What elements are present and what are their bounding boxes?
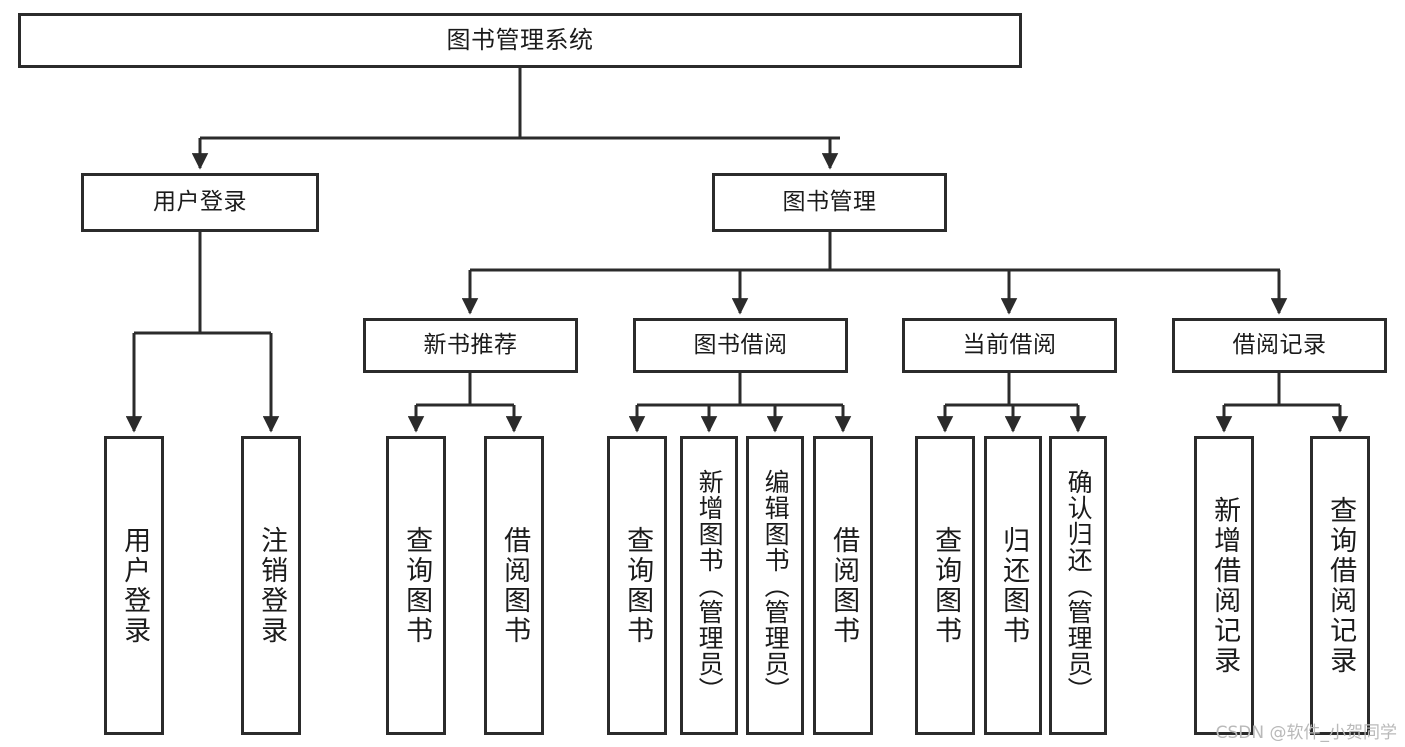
leaf-borrow-book-2[interactable]: 借阅图书: [813, 436, 873, 735]
leaf-user-login[interactable]: 用户登录: [104, 436, 164, 735]
leaf-borrow-book-2-label: 借阅图书: [828, 525, 860, 646]
leaf-user-login-label: 用户登录: [119, 525, 151, 646]
leaf-confirm-return[interactable]: 确认归还（管理员）: [1049, 436, 1107, 735]
node-root[interactable]: 图书管理系统: [18, 13, 1022, 68]
leaf-edit-book[interactable]: 编辑图书（管理员）: [746, 436, 804, 735]
leaf-borrow-book-1-label: 借阅图书: [499, 525, 531, 646]
leaf-query-book-2[interactable]: 查询图书: [607, 436, 667, 735]
node-new-book-recommend[interactable]: 新书推荐: [363, 318, 578, 373]
leaf-query-book-1-label: 查询图书: [401, 525, 433, 646]
leaf-return-book[interactable]: 归还图书: [984, 436, 1042, 735]
leaf-edit-book-label: 编辑图书（管理员）: [761, 468, 791, 703]
leaf-add-record[interactable]: 新增借阅记录: [1194, 436, 1254, 735]
leaf-logout-label: 注销登录: [256, 525, 288, 646]
node-book-borrow-label: 图书借阅: [693, 331, 788, 358]
leaf-query-book-1[interactable]: 查询图书: [386, 436, 446, 735]
node-book-borrow[interactable]: 图书借阅: [633, 318, 848, 373]
node-root-label: 图书管理系统: [446, 26, 594, 55]
leaf-logout[interactable]: 注销登录: [241, 436, 301, 735]
node-borrow-record-label: 借阅记录: [1232, 331, 1327, 358]
node-current-borrow[interactable]: 当前借阅: [902, 318, 1117, 373]
leaf-return-book-label: 归还图书: [998, 525, 1030, 646]
node-new-book-recommend-label: 新书推荐: [423, 331, 518, 358]
leaf-query-book-2-label: 查询图书: [622, 525, 654, 646]
node-user-login-label: 用户登录: [153, 188, 247, 215]
leaf-confirm-return-label: 确认归还（管理员）: [1064, 468, 1094, 703]
leaf-add-record-label: 新增借阅记录: [1209, 495, 1241, 676]
node-borrow-record[interactable]: 借阅记录: [1172, 318, 1387, 373]
leaf-add-book-label: 新增图书（管理员）: [695, 468, 725, 703]
leaf-query-record[interactable]: 查询借阅记录: [1310, 436, 1370, 735]
leaf-query-record-label: 查询借阅记录: [1325, 495, 1357, 676]
leaf-add-book[interactable]: 新增图书（管理员）: [680, 436, 738, 735]
leaf-borrow-book-1[interactable]: 借阅图书: [484, 436, 544, 735]
node-book-manage[interactable]: 图书管理: [712, 173, 947, 232]
node-book-manage-label: 图书管理: [782, 188, 877, 215]
watermark-text: CSDN @软件_小贺同学: [1215, 723, 1397, 743]
node-user-login[interactable]: 用户登录: [81, 173, 319, 232]
leaf-query-book-3-label: 查询图书: [930, 525, 962, 646]
node-current-borrow-label: 当前借阅: [962, 331, 1057, 358]
leaf-query-book-3[interactable]: 查询图书: [915, 436, 975, 735]
